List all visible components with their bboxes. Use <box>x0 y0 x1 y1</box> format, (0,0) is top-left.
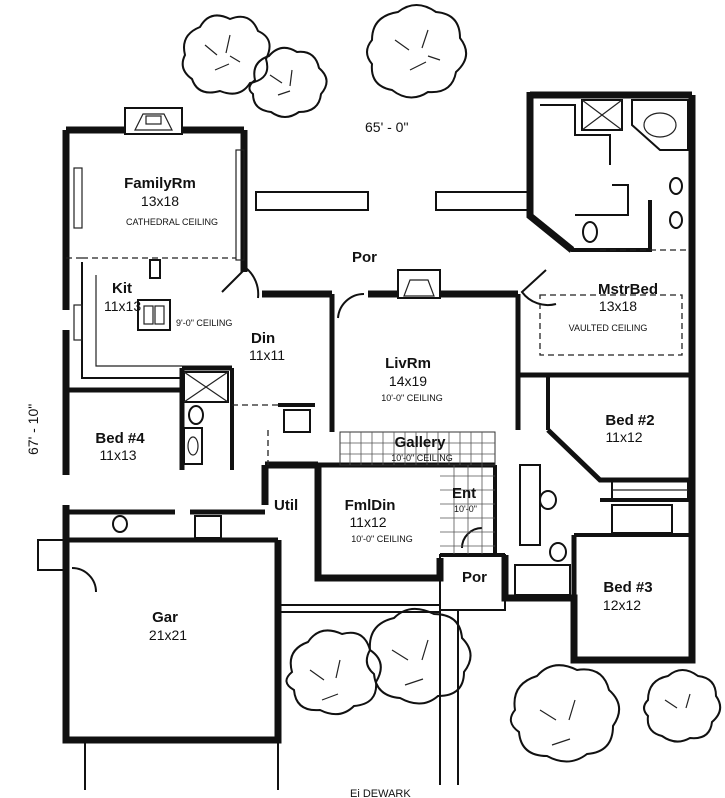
room-name: Gar <box>152 609 178 626</box>
room-label-family: FamilyRm 13x18 CATHEDRAL CEILING <box>124 175 218 227</box>
room-size: 11x12 <box>349 514 386 530</box>
room-size: 11x11 <box>249 347 285 363</box>
window <box>73 149 245 261</box>
room-size: 14x19 <box>389 373 427 389</box>
room-label-garage: Gar 21x21 <box>149 609 187 643</box>
room-label-bed3: Bed #3 12x12 <box>603 579 653 613</box>
room-size: 21x21 <box>149 627 187 643</box>
room-note: 10'-0" CEILING <box>391 453 452 463</box>
planter-box <box>255 191 369 211</box>
room-name: Din <box>251 330 275 347</box>
room-size: 12x12 <box>603 597 641 613</box>
room-label-gallery: Gallery 10'-0" CEILING <box>391 434 452 463</box>
room-label-bed2: Bed #2 11x12 <box>605 412 654 445</box>
room-name: MstrBed <box>598 281 658 298</box>
room-note: VAULTED CEILING <box>569 323 648 333</box>
room-name: Bed #2 <box>605 412 654 429</box>
room-name: Gallery <box>395 434 447 451</box>
room-label-bed4: Bed #4 11x13 <box>95 430 145 463</box>
tree-icon <box>181 14 271 95</box>
room-name: Bed #4 <box>95 430 145 447</box>
bathroom-fixtures <box>112 99 689 596</box>
room-label-entry: Ent 10'-0" <box>452 485 477 514</box>
room-note: CATHEDRAL CEILING <box>126 217 218 227</box>
room-note: 10'-0" <box>454 504 477 514</box>
room-name: LivRm <box>385 355 431 372</box>
room-note: 9'-0" CEILING <box>176 318 232 328</box>
front-walkway <box>84 554 506 790</box>
room-label-formal-dining: FmlDin 11x12 10'-0" CEILING <box>345 497 413 544</box>
overall-width-label: 65' - 0" <box>365 119 408 135</box>
room-size: 11x13 <box>104 298 141 314</box>
room-label-dining: Din 11x11 <box>249 330 285 363</box>
room-name: Ent <box>452 485 476 502</box>
footer-text: Ei DEWARK <box>350 788 411 798</box>
door <box>71 266 557 593</box>
room-note: 10'-0" CEILING <box>351 534 412 544</box>
fireplace-icon <box>124 107 183 135</box>
room-label-master: MstrBed 13x18 VAULTED CEILING <box>569 281 658 333</box>
room-label-kitchen: Kit 11x13 9'-0" CEILING <box>104 280 232 328</box>
kitchen-counter <box>73 259 182 379</box>
entry-tile-floor <box>440 465 495 555</box>
room-name: Kit <box>112 280 132 297</box>
room-size: 13x18 <box>141 193 179 209</box>
closet <box>611 479 689 534</box>
room-note: 10'-0" CEILING <box>381 393 442 403</box>
room-size: 11x13 <box>99 447 136 463</box>
planter-box <box>435 191 533 211</box>
tree-icon <box>509 664 620 763</box>
room-name: FmlDin <box>345 497 396 514</box>
fireplace-icon <box>397 269 441 299</box>
tree-icon <box>365 607 472 705</box>
tree-icon <box>248 46 328 118</box>
tree-icon <box>285 629 382 716</box>
room-name: FamilyRm <box>124 175 196 192</box>
tree-icon <box>643 669 722 743</box>
vaulted-ceiling-outline <box>539 294 683 356</box>
room-name-porch-rear: Por <box>352 249 377 266</box>
room-name-utility: Util <box>274 497 298 514</box>
gallery-tile-floor <box>339 431 496 466</box>
room-name-porch-front: Por <box>462 569 487 586</box>
room-name: Bed #3 <box>603 579 652 596</box>
room-size: 13x18 <box>599 298 637 314</box>
overall-depth-label: 67' - 10" <box>25 404 41 455</box>
tree-icon <box>366 4 467 99</box>
side-landing <box>37 539 67 571</box>
room-label-living: LivRm 14x19 10'-0" CEILING <box>381 355 442 403</box>
room-size: 11x12 <box>605 429 642 445</box>
